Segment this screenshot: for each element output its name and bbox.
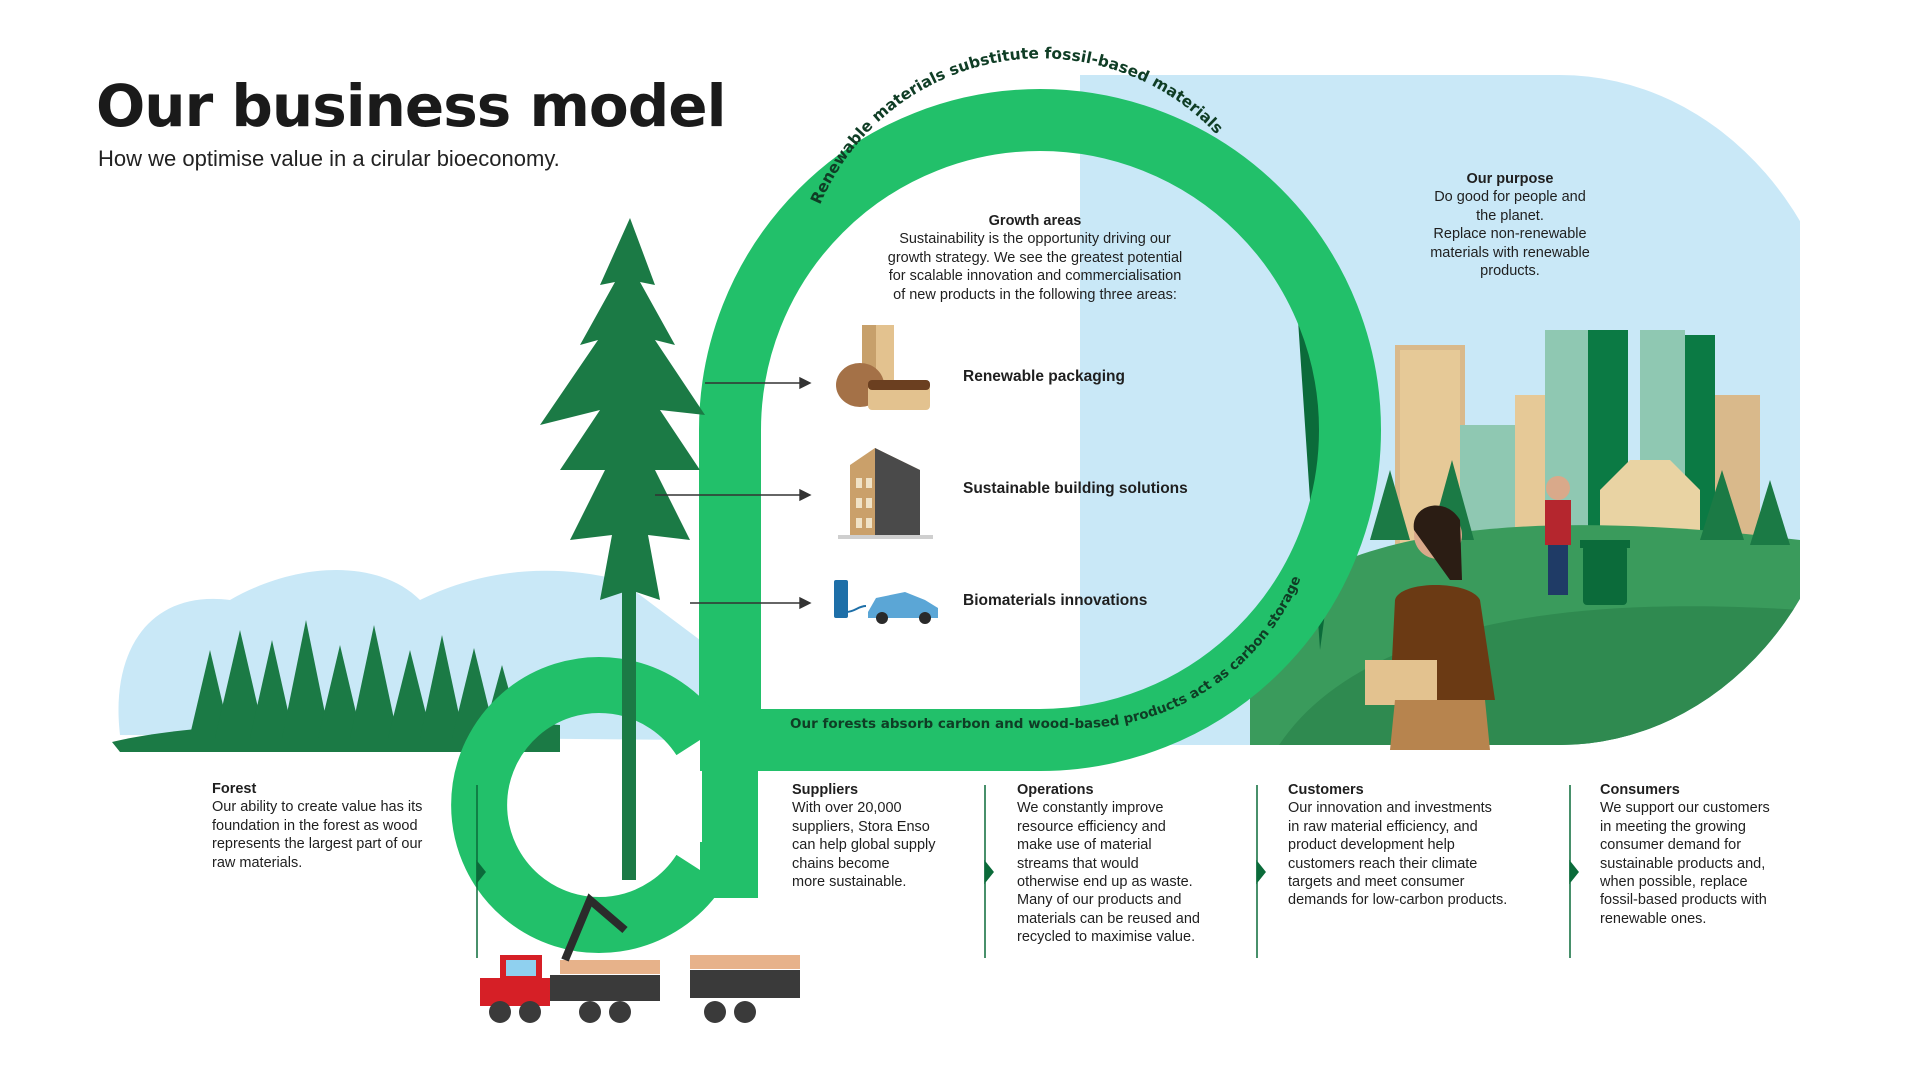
our-purpose-body: Do good for people and the planet. Repla… (1430, 189, 1590, 280)
growth-area-arrows (655, 376, 812, 610)
growth-areas-body: Sustainability is the opportunity drivin… (887, 231, 1183, 303)
our-purpose-heading: Our purpose (1466, 171, 1554, 187)
stage-customers: Customers Our innovation and investments… (1288, 781, 1558, 910)
growth-area-building: Sustainable building solutions (963, 480, 1188, 497)
woman-holding-box-illustration (1365, 505, 1495, 750)
stage-body: We constantly improve resource efficienc… (1017, 800, 1200, 946)
growth-area-biomaterials: Biomaterials innovations (963, 592, 1148, 609)
growth-area-packaging: Renewable packaging (963, 368, 1125, 385)
stage-heading: Operations (1017, 782, 1094, 798)
stage-heading: Customers (1288, 782, 1364, 798)
stage-body: Our innovation and investments in raw ma… (1288, 800, 1508, 909)
harvester-illustration (480, 893, 800, 1023)
page-subtitle: How we optimise value in a cirular bioec… (98, 146, 560, 171)
building-icon (838, 448, 933, 539)
stage-dividers (476, 785, 1579, 958)
stage-body: Our ability to create value has its foun… (212, 799, 423, 871)
stage-suppliers: Suppliers With over 20,000 suppliers, St… (792, 781, 972, 891)
stage-body: With over 20,000 suppliers, Stora Enso c… (792, 800, 936, 891)
tall-tree (540, 218, 705, 880)
stage-operations: Operations We constantly improve resourc… (1017, 781, 1247, 947)
man-with-recycling-bin-illustration (1545, 476, 1630, 605)
growth-areas-block: Growth areas Sustainability is the oppor… (865, 212, 1205, 304)
electric-car-icon (834, 580, 938, 624)
stage-forest: Forest Our ability to create value has i… (212, 780, 462, 872)
stage-heading: Suppliers (792, 782, 859, 798)
growth-areas-heading: Growth areas (988, 213, 1082, 229)
page-title: Our business model (96, 72, 726, 140)
packaging-icon (836, 325, 930, 410)
our-purpose-block: Our purpose Do good for people and the p… (1405, 170, 1615, 280)
stage-consumers: Consumers We support our customers in me… (1600, 781, 1830, 928)
stage-body: We support our customers in meeting the … (1600, 800, 1770, 927)
stage-heading: Consumers (1600, 782, 1680, 798)
stage-heading: Forest (212, 781, 257, 797)
